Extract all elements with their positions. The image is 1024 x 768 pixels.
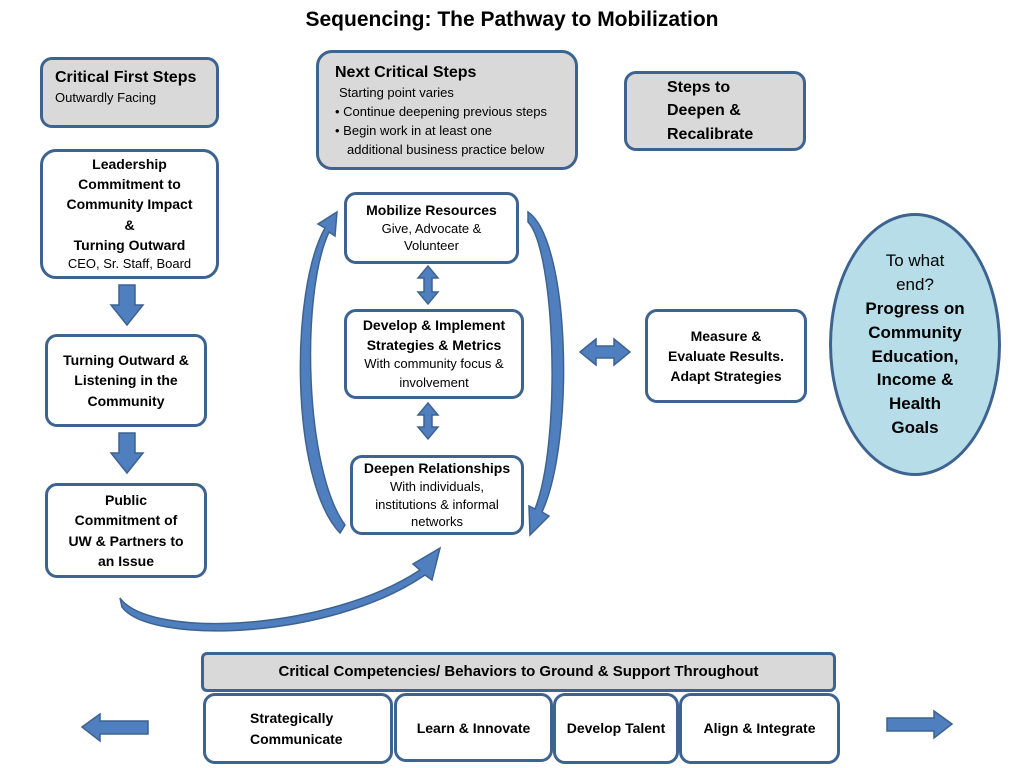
turning-outward-box: Turning Outward & Listening in the Commu…: [45, 334, 207, 427]
mobilize-line: Volunteer: [404, 238, 459, 254]
list-item: additional business practice below: [347, 141, 545, 157]
leadership-line: Turning Outward: [73, 237, 186, 254]
goal-line: To what: [885, 251, 945, 271]
leadership-line: &: [124, 216, 135, 233]
mobilize-title: Mobilize Resources: [366, 202, 497, 218]
turning-outward-line: Listening in the: [74, 372, 178, 389]
list-item: • Continue deepening previous steps: [335, 104, 547, 120]
public-commitment-line: UW & Partners to: [68, 532, 184, 549]
leadership-line: Commitment to: [78, 176, 181, 193]
competency-align-integrate: Align & Integrate: [679, 693, 840, 764]
mobilize-line: Give, Advocate &: [381, 220, 482, 236]
double-arrow-2: [416, 401, 440, 441]
next-critical-steps-list: • Continue deepening previous steps • Be…: [335, 103, 547, 160]
competency-line: Communicate: [250, 730, 343, 747]
deepen-rel-line: With individuals,: [390, 479, 484, 495]
critical-first-steps-title: Critical First Steps: [55, 69, 197, 86]
competency-line: Align & Integrate: [703, 720, 816, 737]
competency-learn-innovate: Learn & Innovate: [394, 693, 553, 762]
list-item: • Begin work in at least one: [335, 122, 493, 138]
double-arrow-1: [416, 264, 440, 306]
deepen-rel-line: networks: [410, 514, 464, 530]
competency-develop-talent: Develop Talent: [553, 693, 679, 764]
horizontal-double-arrow: [578, 337, 632, 367]
deepen-rel-title: Deepen Relationships: [363, 460, 511, 477]
leadership-line: Community Impact: [66, 196, 193, 213]
turning-outward-line: Community: [87, 392, 165, 409]
public-commitment-line: Commitment of: [74, 512, 178, 529]
next-critical-steps-title: Next Critical Steps: [335, 64, 477, 81]
develop-line: With community focus &: [364, 356, 504, 372]
develop-line: involvement: [399, 374, 469, 390]
measure-line: Evaluate Results.: [668, 347, 784, 364]
curve-arrow-bottom: [119, 546, 442, 632]
critical-first-steps-subtitle: Outwardly Facing: [55, 90, 157, 106]
deepen-relationships-box: Deepen Relationships With individuals, i…: [350, 455, 524, 535]
develop-implement-box: Develop & Implement Strategies & Metrics…: [344, 309, 524, 399]
competency-line: Develop Talent: [566, 720, 666, 737]
goal-line: Progress on: [865, 298, 965, 318]
develop-title: Strategies & Metrics: [366, 336, 502, 353]
goal-line: Income &: [876, 370, 954, 390]
public-commitment-line: Public: [104, 491, 147, 508]
goal-ellipse: To what end? Progress on Community Educa…: [829, 213, 1001, 476]
down-arrow-2: [109, 432, 145, 475]
deepen-recalibrate-line: Steps to: [667, 79, 731, 97]
turning-outward-line: Turning Outward &: [63, 352, 189, 369]
goal-line: Community: [868, 322, 962, 342]
next-critical-steps-box: Next Critical Steps Starting point varie…: [316, 50, 578, 170]
down-arrow-1: [109, 284, 145, 327]
critical-first-steps-box: Critical First Steps Outwardly Facing: [40, 57, 219, 128]
bottom-left-arrow: [80, 712, 149, 743]
competency-line: Strategically: [250, 710, 334, 727]
deepen-recalibrate-box: Steps to Deepen & Recalibrate: [624, 71, 806, 151]
leadership-sub: CEO, Sr. Staff, Board: [67, 256, 192, 272]
goal-line: Education,: [871, 346, 959, 366]
deepen-recalibrate-line: Deepen &: [667, 102, 741, 120]
deepen-recalibrate-line: Recalibrate: [667, 125, 754, 143]
measure-line: Adapt Strategies: [670, 368, 782, 385]
competency-line: Learn & Innovate: [416, 720, 531, 736]
measure-line: Measure &: [690, 327, 762, 344]
loop-arrow-right: [527, 210, 565, 537]
public-commitment-box: Public Commitment of UW & Partners to an…: [45, 483, 207, 578]
leadership-line: Leadership: [92, 155, 167, 172]
goal-line: Health: [889, 394, 941, 414]
competencies-header: Critical Competencies/ Behaviors to Grou…: [201, 652, 836, 692]
mobilize-resources-box: Mobilize Resources Give, Advocate & Volu…: [344, 192, 519, 264]
next-critical-steps-subtitle: Starting point varies: [339, 85, 454, 101]
loop-arrow-left: [299, 210, 346, 535]
bottom-right-arrow: [886, 709, 954, 740]
deepen-rel-line: institutions & informal: [375, 496, 499, 512]
competency-strategically-communicate: Strategically Communicate: [203, 693, 393, 764]
public-commitment-line: an Issue: [97, 552, 155, 569]
goal-line: end?: [896, 275, 934, 295]
measure-evaluate-box: Measure & Evaluate Results. Adapt Strate…: [645, 309, 807, 403]
develop-title: Develop & Implement: [362, 317, 506, 334]
leadership-commitment-box: Leadership Commitment to Community Impac…: [40, 149, 219, 279]
goal-line: Goals: [891, 417, 939, 437]
competencies-header-text: Critical Competencies/ Behaviors to Grou…: [278, 663, 759, 680]
diagram-title: Sequencing: The Pathway to Mobilization: [305, 8, 719, 31]
